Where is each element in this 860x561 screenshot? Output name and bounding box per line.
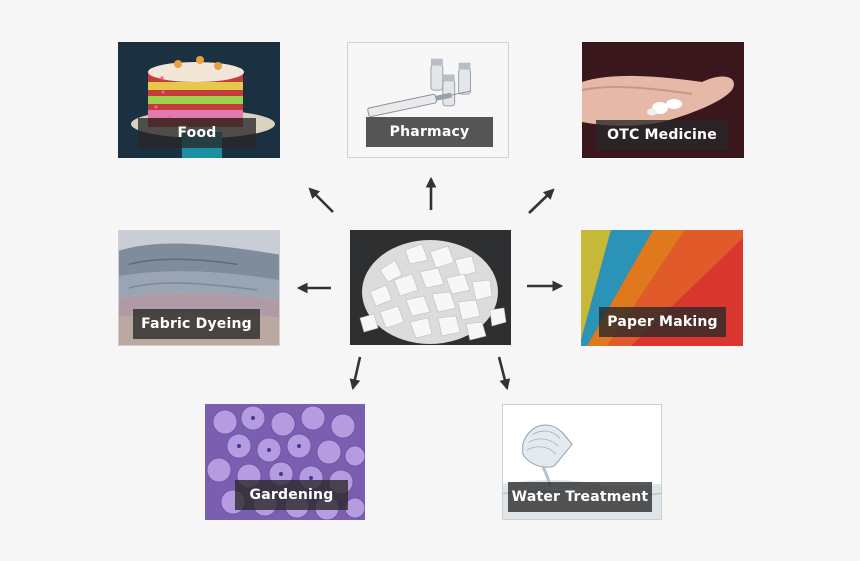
node-otc-label: OTC Medicine (596, 120, 728, 150)
node-gardening-label: Gardening (235, 480, 348, 510)
arrow-to-water (497, 356, 511, 391)
node-otc[interactable]: OTC Medicine (582, 42, 744, 158)
arrow-to-gardening (349, 356, 362, 391)
node-water-label: Water Treatment (508, 482, 652, 512)
arrow-to-otc (528, 188, 555, 214)
node-pharmacy-label: Pharmacy (366, 117, 493, 147)
node-fabric[interactable]: Fabric Dyeing (118, 230, 280, 346)
node-paper-label: Paper Making (599, 307, 726, 337)
arrow-to-food (308, 187, 334, 213)
node-fabric-label: Fabric Dyeing (133, 309, 260, 339)
node-food[interactable]: Food (118, 42, 280, 158)
center-image (350, 230, 511, 345)
node-water[interactable]: Water Treatment (502, 404, 662, 520)
node-paper[interactable]: Paper Making (581, 230, 743, 346)
white-flakes-image (350, 230, 511, 345)
node-pharmacy[interactable]: Pharmacy (347, 42, 509, 158)
node-food-label: Food (138, 118, 256, 148)
node-gardening[interactable]: Gardening (205, 404, 365, 520)
